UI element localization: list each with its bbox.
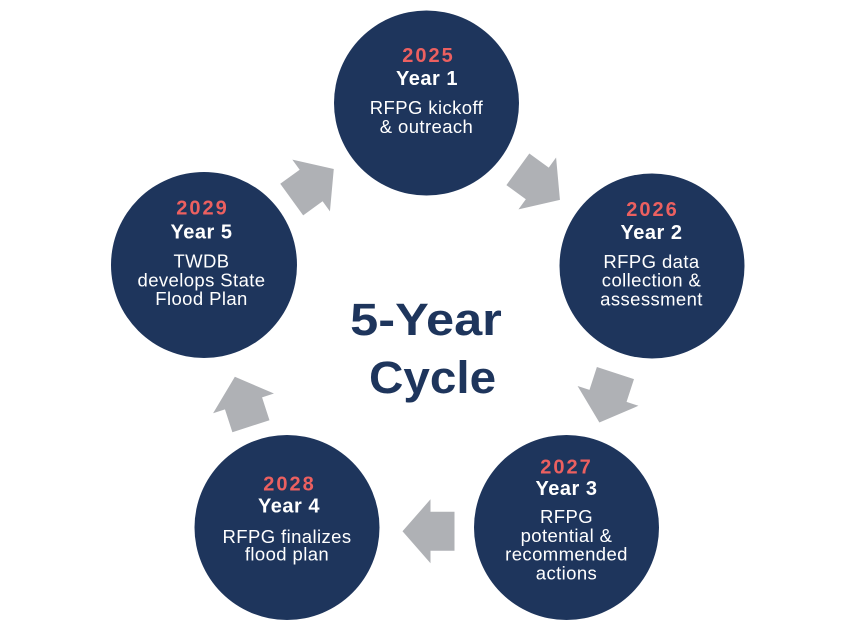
svg-text:& outreach: & outreach bbox=[380, 116, 473, 137]
svg-text:develops State: develops State bbox=[138, 269, 266, 290]
svg-text:RFPG finalizes: RFPG finalizes bbox=[223, 526, 352, 547]
svg-text:RFPG kickoff: RFPG kickoff bbox=[370, 97, 484, 118]
svg-text:Year 5: Year 5 bbox=[171, 222, 233, 244]
svg-text:recommended: recommended bbox=[505, 544, 628, 565]
svg-text:collection &: collection & bbox=[602, 270, 702, 291]
svg-text:Year 1: Year 1 bbox=[396, 68, 458, 90]
svg-text:2029: 2029 bbox=[176, 198, 229, 220]
svg-text:2027: 2027 bbox=[540, 457, 593, 479]
svg-text:assessment: assessment bbox=[600, 288, 703, 309]
svg-text:5-Year: 5-Year bbox=[350, 295, 502, 345]
svg-text:2026: 2026 bbox=[626, 199, 679, 221]
svg-text:actions: actions bbox=[536, 563, 597, 584]
svg-text:Year 4: Year 4 bbox=[258, 495, 320, 517]
svg-text:TWDB: TWDB bbox=[173, 251, 229, 272]
svg-text:RFPG: RFPG bbox=[540, 506, 593, 527]
svg-text:Cycle: Cycle bbox=[369, 352, 496, 402]
svg-text:potential &: potential & bbox=[521, 525, 613, 546]
svg-text:2025: 2025 bbox=[402, 45, 455, 67]
svg-text:2028: 2028 bbox=[263, 474, 316, 496]
svg-text:Year 3: Year 3 bbox=[536, 478, 598, 500]
svg-text:RFPG data: RFPG data bbox=[603, 251, 699, 272]
svg-text:Year 2: Year 2 bbox=[621, 222, 683, 244]
svg-text:Flood Plan: Flood Plan bbox=[155, 288, 247, 309]
svg-text:flood plan: flood plan bbox=[245, 544, 329, 565]
